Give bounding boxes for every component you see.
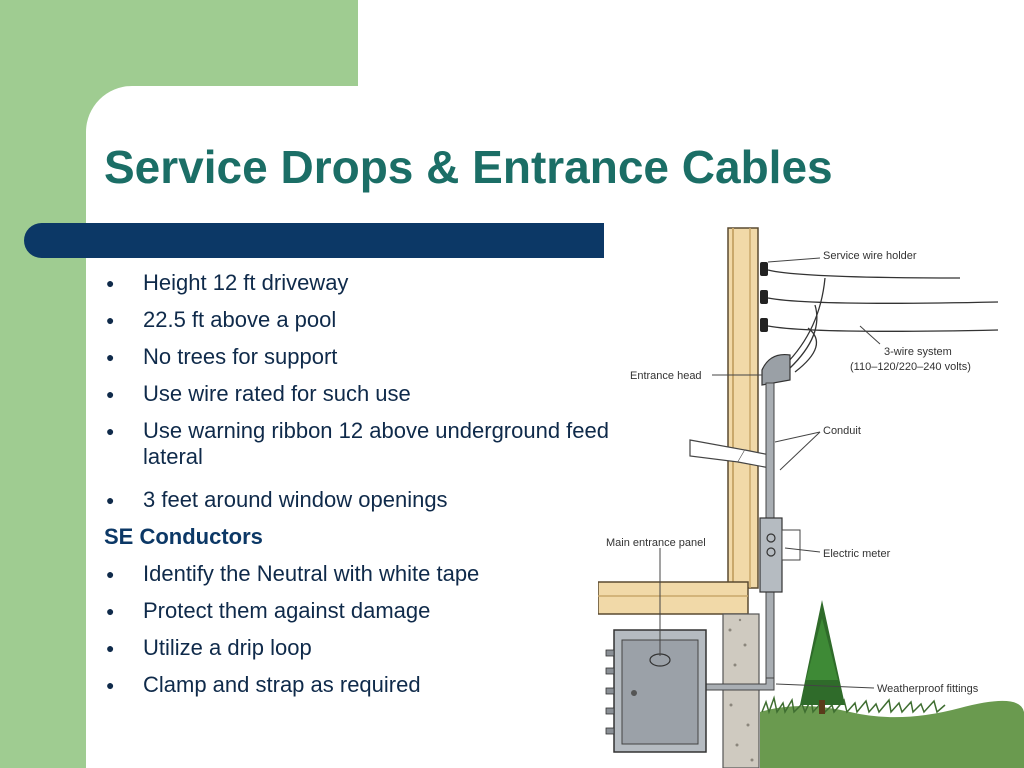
meter-dial-2	[766, 547, 776, 557]
bullet-item: 3 feet around window openings	[104, 487, 623, 513]
tree-trunk	[819, 700, 825, 714]
label-electric-meter: Electric meter	[823, 548, 891, 560]
leader-lines	[659, 257, 881, 689]
label-main-entrance-panel: Main entrance panel	[606, 537, 706, 549]
panel-knob-icon	[631, 690, 637, 696]
bullet-item: Use wire rated for such use	[104, 381, 623, 407]
bullet-item: 22.5 ft above a pool	[104, 307, 623, 333]
entrance-head-icon	[761, 353, 791, 386]
bullet-item: Clamp and strap as required	[104, 672, 623, 698]
bullet-item: Height 12 ft driveway	[104, 270, 623, 296]
foundation-wall	[722, 613, 760, 768]
label-service-wire-holder: Service wire holder	[823, 250, 917, 262]
bullet-item: Protect them against damage	[104, 598, 623, 624]
title-accent-bar	[24, 223, 604, 258]
service-entrance-diagram: Service wire holder 3-wire system (110–1…	[598, 227, 1024, 768]
label-three-wire-voltage: (110–120/220–240 volts)	[850, 361, 971, 373]
meter-side-box	[781, 529, 801, 561]
label-weatherproof-fittings: Weatherproof fittings	[877, 683, 979, 695]
label-entrance-head: Entrance head	[630, 370, 702, 382]
bullet-item: Utilize a drip loop	[104, 635, 623, 661]
floor-slab	[598, 581, 749, 615]
bullet-item: Use warning ribbon 12 above underground …	[104, 418, 623, 470]
grass-icon	[760, 700, 1024, 768]
panel-knockouts	[605, 649, 615, 735]
section-heading: SE Conductors	[104, 524, 263, 549]
bullet-item: Identify the Neutral with white tape	[104, 561, 623, 587]
service-wire-holder-icon	[760, 262, 768, 332]
tree-highlight	[806, 618, 838, 680]
meter-dial	[766, 533, 776, 543]
slide-title: Service Drops & Entrance Cables	[104, 141, 833, 193]
bullet-item: No trees for support	[104, 344, 623, 370]
label-conduit: Conduit	[823, 425, 861, 437]
label-three-wire-system: 3-wire system	[884, 346, 952, 358]
service-wires	[767, 269, 999, 373]
conduit-pipe	[765, 382, 775, 519]
electric-meter-icon	[759, 517, 783, 593]
grass-blades-icon	[761, 695, 946, 715]
